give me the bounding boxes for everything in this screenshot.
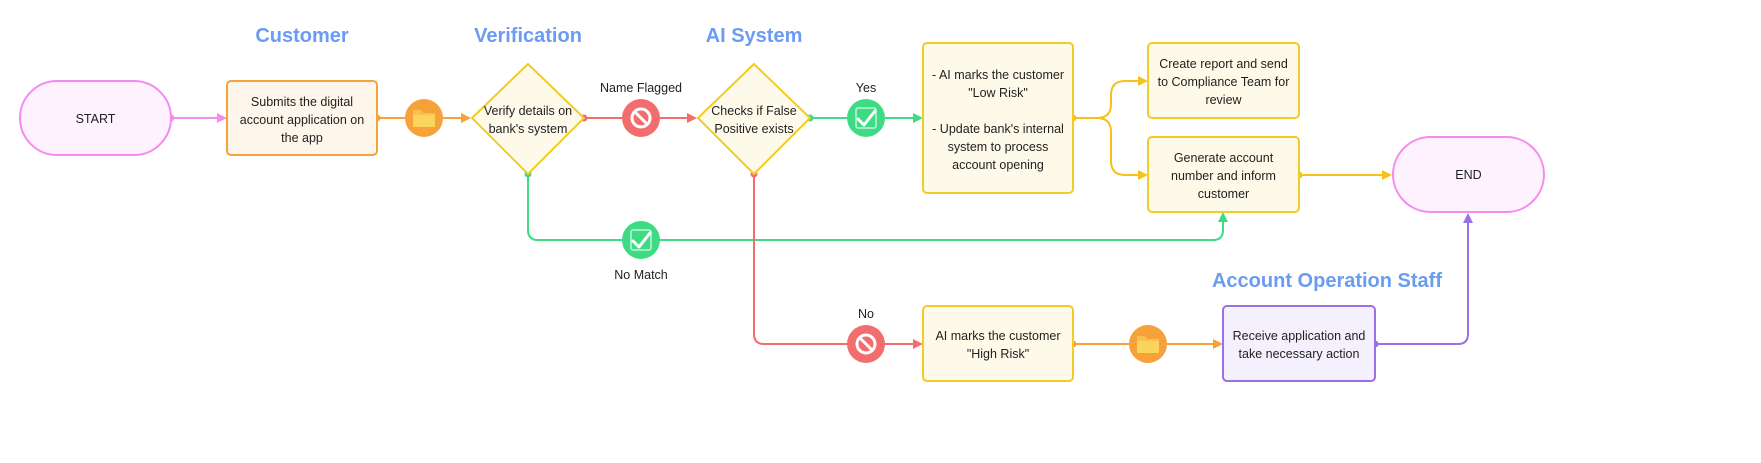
edge-verify-to-generate — [527, 174, 1228, 241]
report-line-2: to Compliance Team for — [1158, 75, 1290, 89]
submit-application-node: Submits the digital account application … — [226, 80, 378, 156]
edge-label-name-flagged: Name Flagged — [600, 81, 682, 95]
edge-label-yes: Yes — [856, 81, 876, 95]
receive-line-1: Receive application and — [1233, 329, 1366, 343]
generate-account-node: Generate account number and inform custo… — [1147, 136, 1300, 213]
submit-line-1: Submits the digital — [251, 95, 353, 109]
high-risk-line-1: AI marks the customer — [935, 329, 1060, 343]
blocked-icon — [622, 99, 660, 137]
edge-low-risk-to-report — [1073, 76, 1148, 119]
lane-title-customer: Customer — [255, 25, 349, 47]
start-label: START — [76, 112, 116, 126]
check-line-1: Checks if False — [711, 104, 796, 118]
folder-icon — [405, 99, 443, 137]
edge-label-no: No — [858, 307, 874, 321]
low-risk-line-2: "Low Risk" — [968, 86, 1028, 100]
check-icon — [847, 99, 885, 137]
high-risk-line-2: "High Risk" — [967, 347, 1029, 361]
low-risk-node: - AI marks the customer "Low Risk" - Upd… — [922, 42, 1074, 194]
verify-line-2: bank's system — [489, 122, 568, 136]
generate-line-1: Generate account — [1174, 151, 1274, 165]
edge-receive-to-end — [1375, 213, 1473, 345]
receive-line-2: take necessary action — [1239, 347, 1360, 361]
report-line-1: Create report and send — [1159, 57, 1288, 71]
edge-low-risk-to-generate — [1096, 117, 1148, 180]
low-risk-line-6: account opening — [952, 158, 1044, 172]
low-risk-line-5: system to process — [948, 140, 1049, 154]
report-line-3: review — [1205, 93, 1242, 107]
low-risk-line-4: - Update bank's internal — [932, 122, 1064, 136]
edge-label-no-match: No Match — [614, 268, 668, 282]
lane-title-verification: Verification — [474, 25, 582, 47]
false-positive-check-node: Checks if False Positive exists — [697, 63, 811, 175]
high-risk-node: AI marks the customer "High Risk" — [922, 305, 1074, 382]
lane-title-ai-system: AI System — [706, 25, 803, 47]
submit-line-2: account application on — [240, 113, 364, 127]
compliance-report-node: Create report and send to Compliance Tea… — [1147, 42, 1300, 119]
end-node: END — [1392, 136, 1545, 213]
edge-check-to-high-risk — [753, 174, 923, 349]
check-icon — [622, 221, 660, 259]
lane-title-account-operation-staff: Account Operation Staff — [1212, 270, 1442, 292]
folder-icon — [1129, 325, 1167, 363]
blocked-icon — [847, 325, 885, 363]
generate-line-2: number and inform — [1171, 169, 1276, 183]
start-node: START — [19, 80, 172, 156]
receive-application-node: Receive application and take necessary a… — [1222, 305, 1376, 382]
generate-line-3: customer — [1198, 187, 1249, 201]
verify-line-1: Verify details on — [484, 104, 572, 118]
end-label: END — [1455, 168, 1481, 182]
verify-details-node: Verify details on bank's system — [471, 63, 585, 175]
check-line-2: Positive exists — [714, 122, 793, 136]
low-risk-line-1: - AI marks the customer — [932, 68, 1064, 82]
submit-line-3: the app — [281, 131, 323, 145]
